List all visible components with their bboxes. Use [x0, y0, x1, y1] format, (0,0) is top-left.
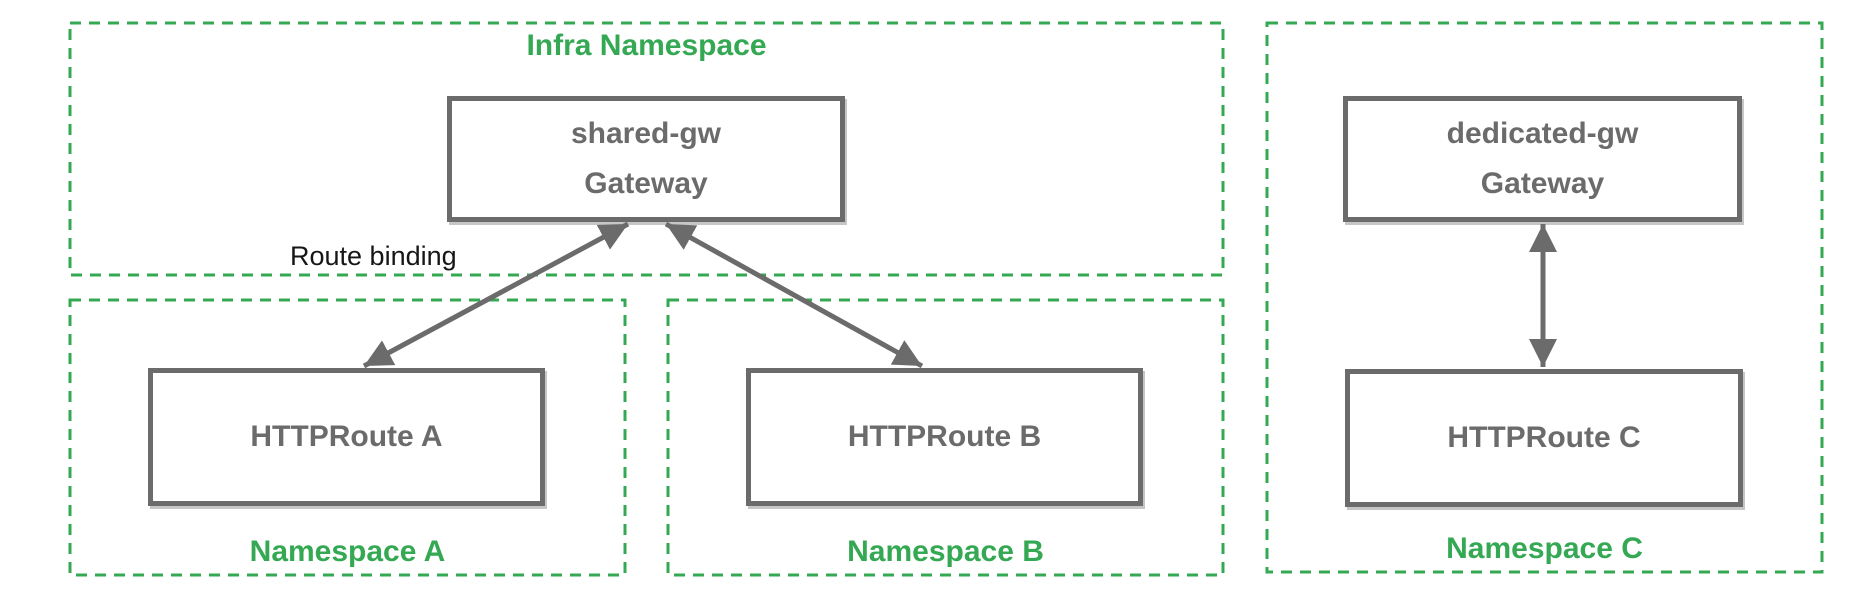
- route-binding-label: Route binding: [290, 241, 457, 271]
- httproute-a-label: HTTPRoute A: [250, 420, 443, 453]
- httproute-c-label: HTTPRoute C: [1447, 421, 1641, 454]
- httproute-b-label: HTTPRoute B: [847, 420, 1042, 453]
- namespace-a-label: Namespace A: [249, 535, 446, 568]
- arrow-route-b-to-shared-gw: [664, 221, 924, 369]
- node-httproute-a: HTTPRoute A: [148, 368, 545, 506]
- infra-namespace-label: Infra Namespace: [526, 29, 767, 62]
- dedicated-gw-kind: Gateway: [1480, 167, 1605, 200]
- node-httproute-b: HTTPRoute B: [746, 368, 1143, 506]
- node-httproute-c: HTTPRoute C: [1345, 369, 1743, 507]
- dedicated-gw-name: dedicated-gw: [1446, 117, 1639, 150]
- node-dedicated-gw-gateway: dedicated-gw Gateway: [1343, 96, 1742, 222]
- shared-gw-name: shared-gw: [570, 117, 722, 150]
- namespace-b-label: Namespace B: [847, 535, 1044, 568]
- shared-gw-kind: Gateway: [584, 167, 708, 200]
- namespace-c-label: Namespace C: [1446, 532, 1643, 565]
- node-shared-gw-gateway: shared-gw Gateway: [447, 96, 845, 222]
